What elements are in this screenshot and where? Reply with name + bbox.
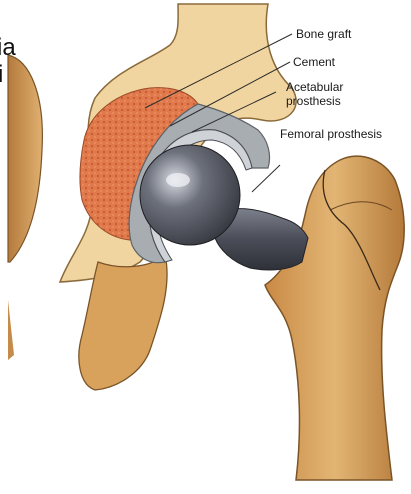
femoral-head-highlight xyxy=(166,173,190,187)
label-acetabular-line2: prosthesis xyxy=(286,94,343,108)
femur xyxy=(265,156,404,480)
leader-line-femoral xyxy=(252,165,280,192)
femoral-head xyxy=(140,145,240,245)
clipped-text-line2: i xyxy=(0,61,16,89)
label-acetabular-prosthesis: Acetabular prosthesis xyxy=(286,80,343,108)
label-cement: Cement xyxy=(293,55,335,69)
label-bone-graft: Bone graft xyxy=(296,27,351,41)
label-acetabular-line1: Acetabular xyxy=(286,80,343,94)
clipped-text-line1: ia xyxy=(0,34,27,62)
left-bone-fragment-lower xyxy=(8,300,14,360)
label-femoral-prosthesis: Femoral prosthesis xyxy=(280,127,382,141)
